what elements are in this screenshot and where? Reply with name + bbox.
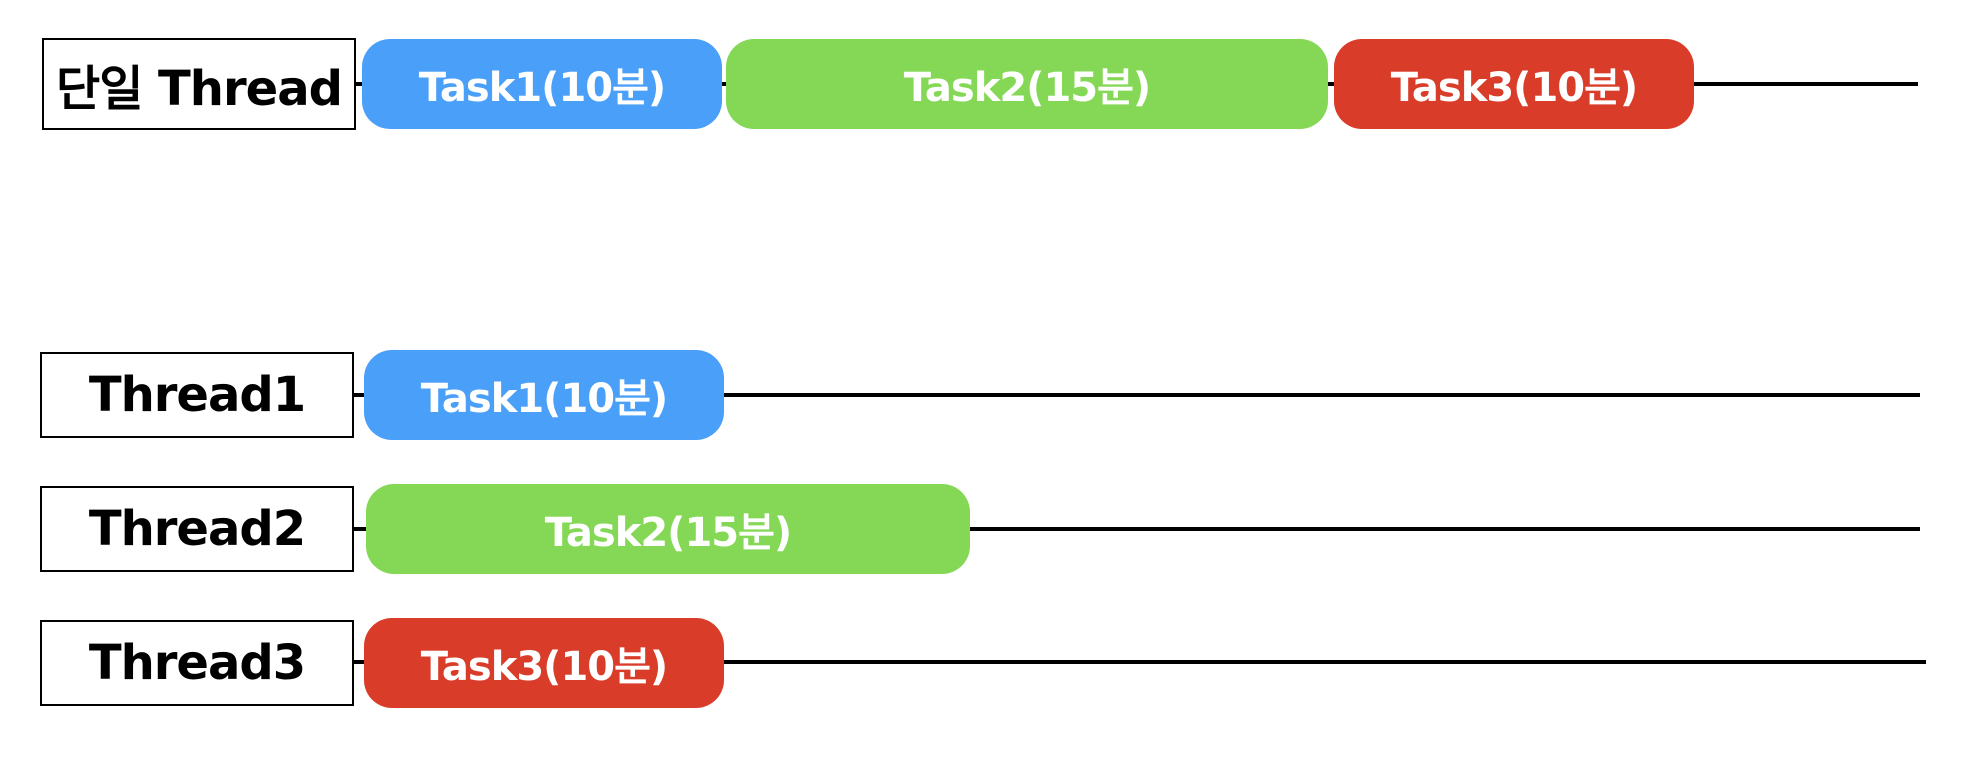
thread3-label: Thread3 — [40, 620, 354, 706]
thread2-label: Thread2 — [40, 486, 354, 572]
thread1-label: Thread1 — [40, 352, 354, 438]
thread3-timeline — [280, 660, 1926, 664]
single-thread-label: 단일 Thread — [42, 38, 356, 130]
single-thread-task1: Task1(10분) — [362, 39, 722, 129]
thread2-task: Task2(15분) — [366, 484, 970, 574]
single-thread-task3: Task3(10분) — [1334, 39, 1694, 129]
single-thread-task2: Task2(15분) — [726, 39, 1328, 129]
thread3-task: Task3(10분) — [364, 618, 724, 708]
thread2-timeline — [280, 527, 1920, 531]
thread1-timeline — [280, 393, 1920, 397]
thread1-task: Task1(10분) — [364, 350, 724, 440]
